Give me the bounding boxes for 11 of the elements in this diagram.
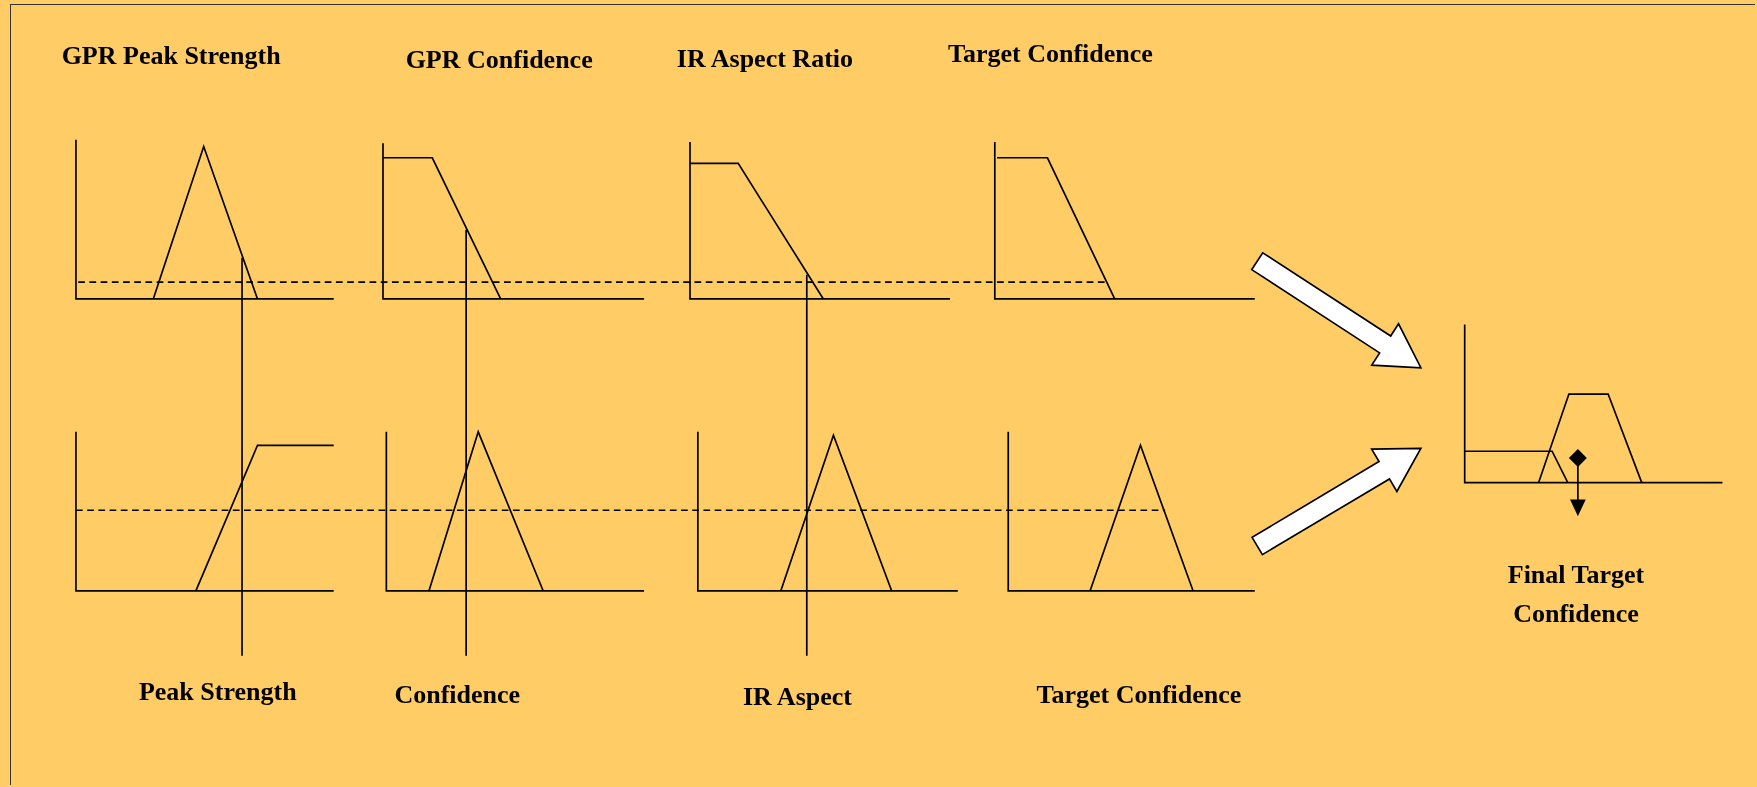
- axis-title: Target Confidence: [1036, 680, 1242, 711]
- axis-title: Confidence: [394, 680, 521, 711]
- block-arrow: [1250, 251, 1423, 369]
- axis-title: IR Aspect Ratio: [676, 43, 853, 74]
- block-arrow: [1250, 447, 1423, 556]
- axis-title: GPR Peak Strength: [61, 41, 281, 72]
- chart-caption: Final Target Confidence: [1506, 558, 1646, 630]
- axis-title: IR Aspect: [742, 682, 852, 713]
- axis-title: Target Confidence: [947, 39, 1153, 70]
- axis-title: GPR Confidence: [405, 44, 593, 75]
- axis-title: Peak Strength: [138, 676, 297, 707]
